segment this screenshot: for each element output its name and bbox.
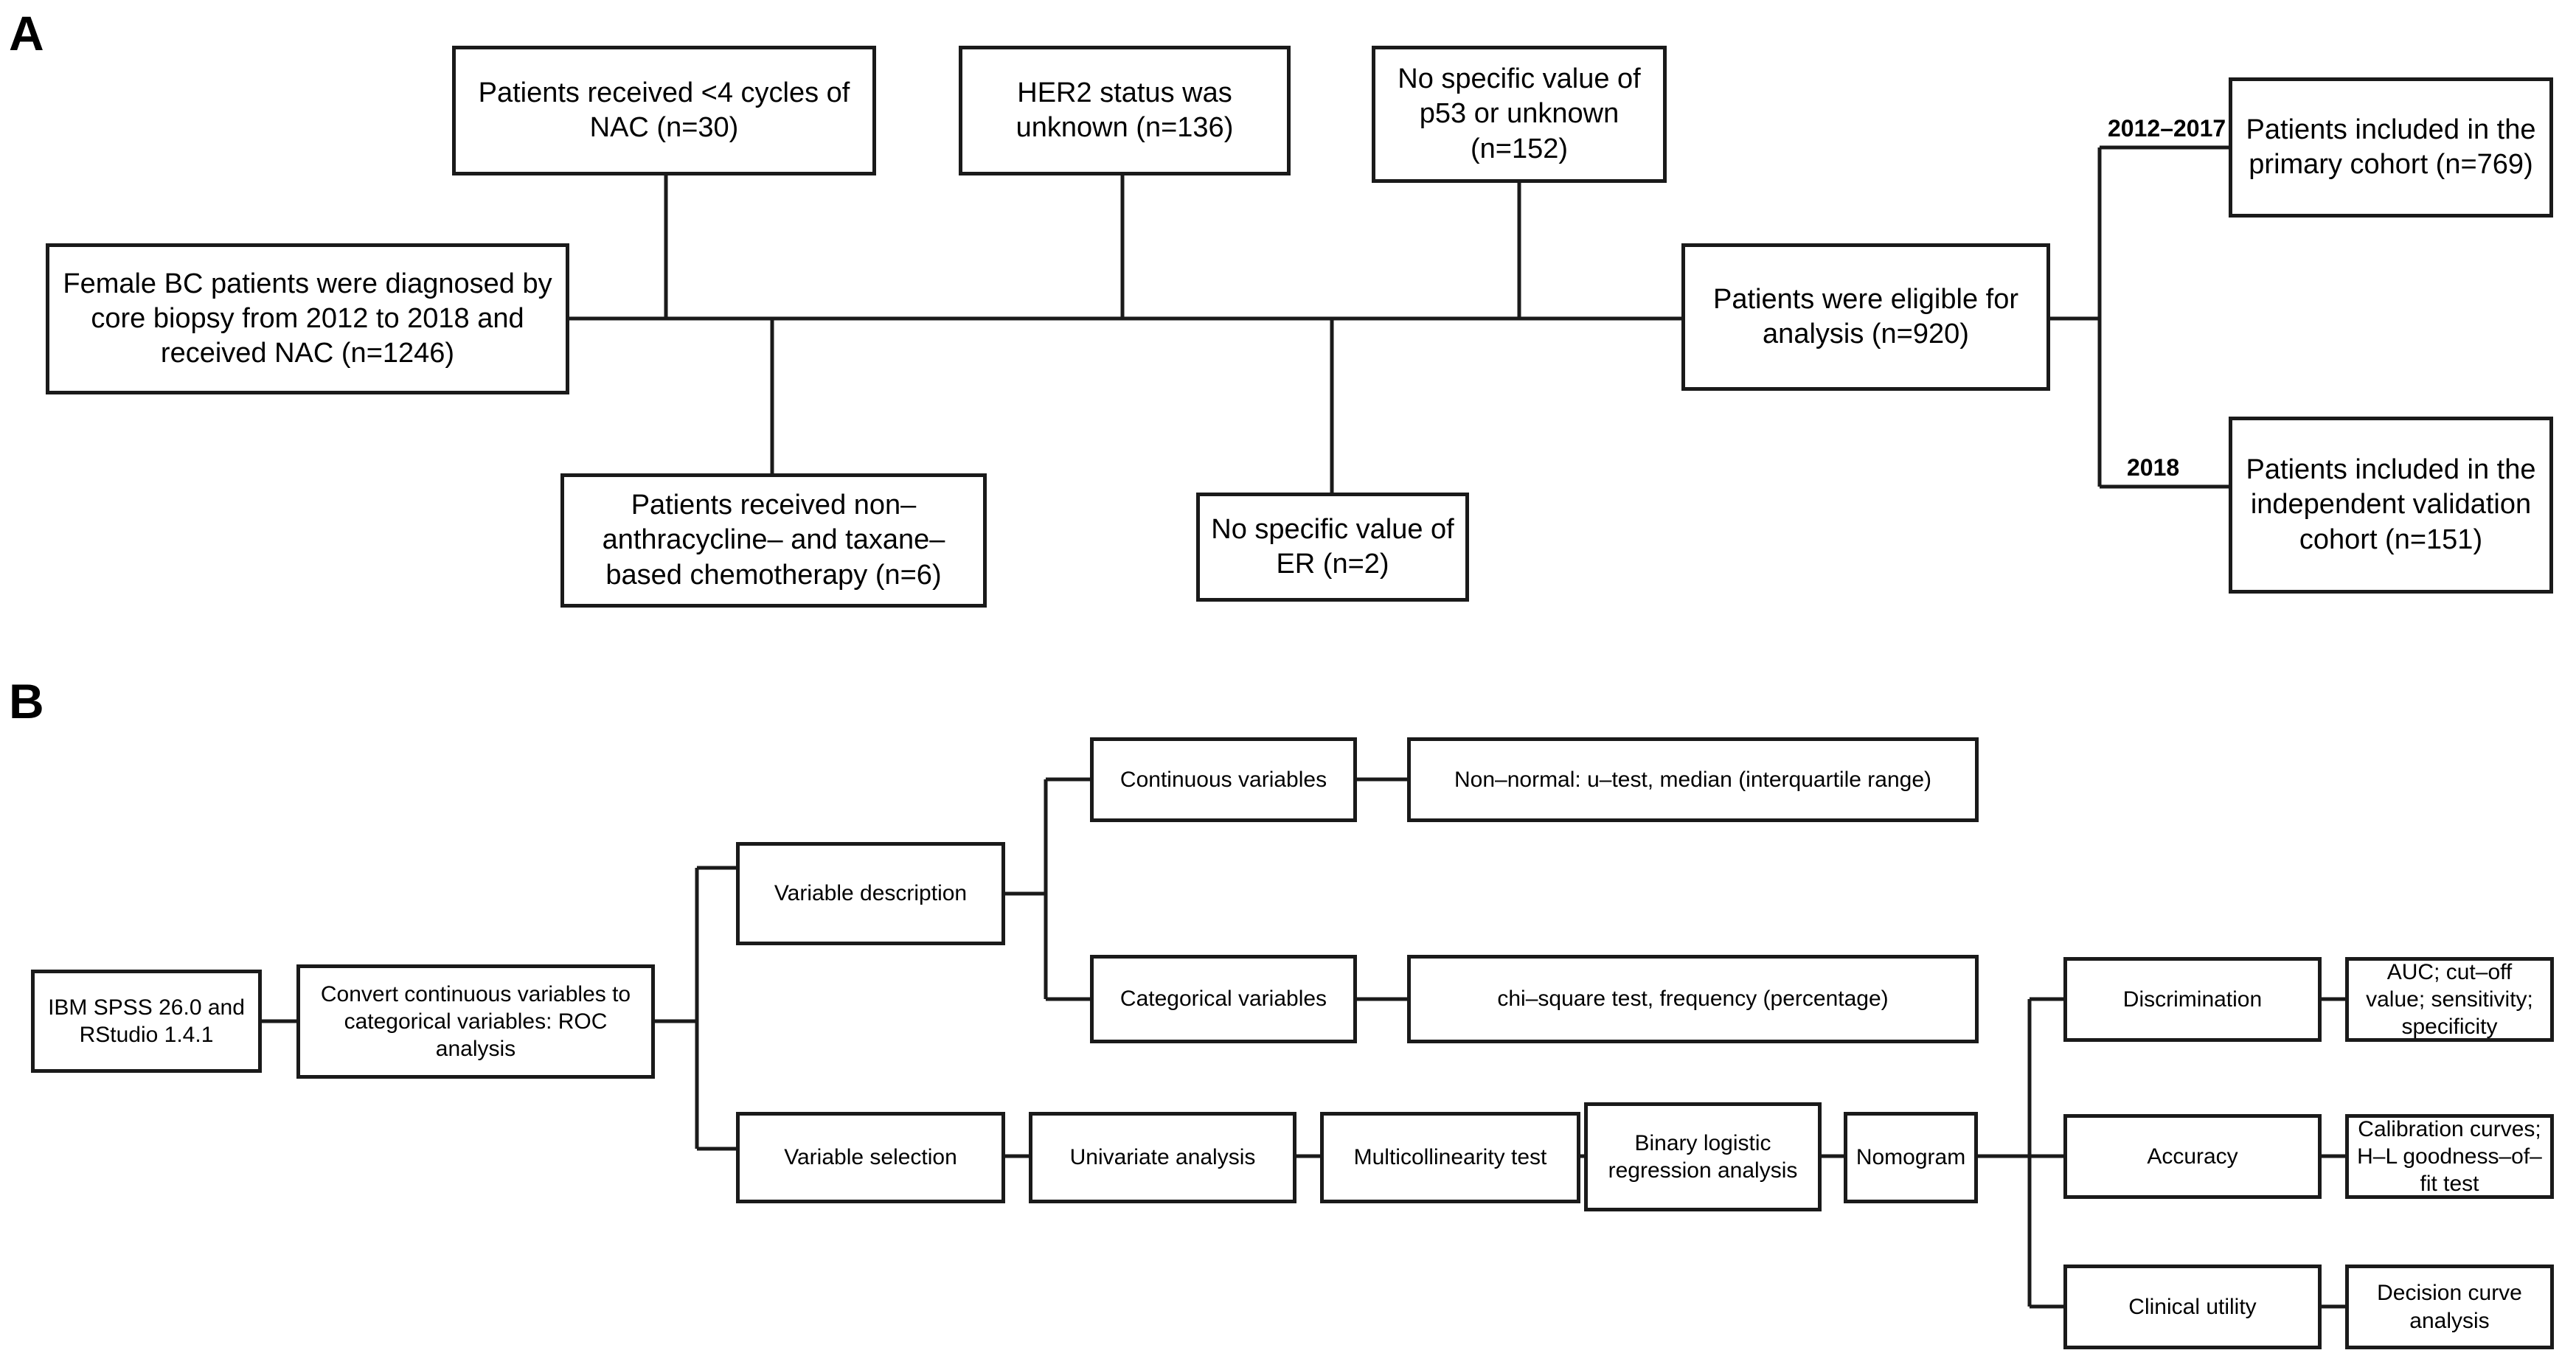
edge-label-primary-years: 2012–2017 (2108, 115, 2226, 142)
node-convert-label: Convert continuous variables to categori… (320, 981, 631, 1062)
node-continuous-method-label: Non–normal: u–test, median (interquartil… (1454, 767, 1931, 792)
node-software-label: IBM SPSS 26.0 and RStudio 1.4.1 (48, 995, 245, 1047)
node-exclusion-chemo-label: Patients received non–anthracycline– and… (602, 490, 945, 591)
node-exclusion-cycles[interactable]: Patients received <4 cycles of NAC (n=30… (452, 46, 876, 175)
node-categorical-variables-label: Categorical variables (1119, 987, 1327, 1012)
node-categorical-method[interactable]: chi–square test, frequency (percentage) (1407, 955, 1979, 1043)
node-discrimination-label: Discrimination (2122, 987, 2263, 1012)
node-exclusion-er-label: No specific value of ER (n=2) (1211, 513, 1454, 580)
node-exclusion-p53[interactable]: No specific value of p53 or unknown (n=1… (1372, 46, 1667, 183)
node-exclusion-her2-label: HER2 status was unknown (n=136) (1016, 77, 1234, 143)
node-exclusion-chemo[interactable]: Patients received non–anthracycline– and… (560, 473, 987, 608)
node-binary-logistic-label: Binary logistic regression analysis (1608, 1130, 1798, 1183)
node-software[interactable]: IBM SPSS 26.0 and RStudio 1.4.1 (31, 970, 262, 1073)
panel-label-a: A (9, 6, 44, 60)
node-binary-logistic[interactable]: Binary logistic regression analysis (1584, 1102, 1822, 1211)
node-continuous-method[interactable]: Non–normal: u–test, median (interquartil… (1407, 737, 1979, 822)
node-exclusion-cycles-label: Patients received <4 cycles of NAC (n=30… (478, 77, 850, 143)
node-continuous-variables-label: Continuous variables (1119, 767, 1327, 792)
node-clinical-utility-metrics[interactable]: Decision curve analysis (2345, 1265, 2554, 1349)
node-accuracy-metrics-label: Calibration curves; H–L goodness–of–fit … (2357, 1116, 2542, 1197)
node-univariate-analysis[interactable]: Univariate analysis (1029, 1112, 1296, 1203)
node-validation-cohort-label: Patients included in the independent val… (2246, 454, 2536, 555)
edge-label-validation-years: 2018 (2127, 454, 2180, 481)
node-categorical-variables[interactable]: Categorical variables (1090, 955, 1357, 1043)
node-multicollinearity-test-label: Multicollinearity test (1353, 1145, 1547, 1170)
node-accuracy-metrics[interactable]: Calibration curves; H–L goodness–of–fit … (2345, 1114, 2554, 1199)
node-primary-cohort[interactable]: Patients included in the primary cohort … (2229, 77, 2553, 218)
node-accuracy[interactable]: Accuracy (2063, 1114, 2322, 1199)
node-exclusion-her2[interactable]: HER2 status was unknown (n=136) (959, 46, 1291, 175)
node-variable-description-label: Variable description (774, 881, 968, 906)
node-variable-selection[interactable]: Variable selection (736, 1112, 1005, 1203)
node-exclusion-p53-label: No specific value of p53 or unknown (n=1… (1398, 63, 1641, 164)
node-exclusion-er[interactable]: No specific value of ER (n=2) (1196, 493, 1469, 602)
node-discrimination[interactable]: Discrimination (2063, 957, 2322, 1042)
node-clinical-utility-metrics-label: Decision curve analysis (2377, 1281, 2522, 1333)
node-nomogram-label: Nomogram (1855, 1145, 1966, 1170)
node-categorical-method-label: chi–square test, frequency (percentage) (1497, 987, 1889, 1012)
node-discrimination-metrics[interactable]: AUC; cut–off value; sensitivity; specifi… (2345, 957, 2554, 1042)
panel-label-b: B (9, 674, 44, 728)
node-source-cohort-label: Female BC patients were diagnosed by cor… (63, 268, 552, 369)
node-validation-cohort[interactable]: Patients included in the independent val… (2229, 417, 2553, 594)
node-eligible[interactable]: Patients were eligible for analysis (n=9… (1681, 243, 2050, 391)
node-clinical-utility[interactable]: Clinical utility (2063, 1265, 2322, 1349)
node-nomogram[interactable]: Nomogram (1844, 1112, 1978, 1203)
node-eligible-label: Patients were eligible for analysis (n=9… (1713, 283, 2018, 349)
node-clinical-utility-label: Clinical utility (2128, 1294, 2257, 1319)
node-convert[interactable]: Convert continuous variables to categori… (296, 964, 655, 1079)
node-continuous-variables[interactable]: Continuous variables (1090, 737, 1357, 822)
node-variable-description[interactable]: Variable description (736, 842, 1005, 945)
node-accuracy-label: Accuracy (2147, 1144, 2238, 1169)
node-discrimination-metrics-label: AUC; cut–off value; sensitivity; specifi… (2366, 959, 2533, 1040)
node-multicollinearity-test[interactable]: Multicollinearity test (1320, 1112, 1580, 1203)
node-univariate-analysis-label: Univariate analysis (1069, 1145, 1256, 1170)
node-variable-selection-label: Variable selection (784, 1145, 957, 1170)
node-primary-cohort-label: Patients included in the primary cohort … (2246, 114, 2536, 180)
node-source-cohort[interactable]: Female BC patients were diagnosed by cor… (46, 243, 569, 394)
